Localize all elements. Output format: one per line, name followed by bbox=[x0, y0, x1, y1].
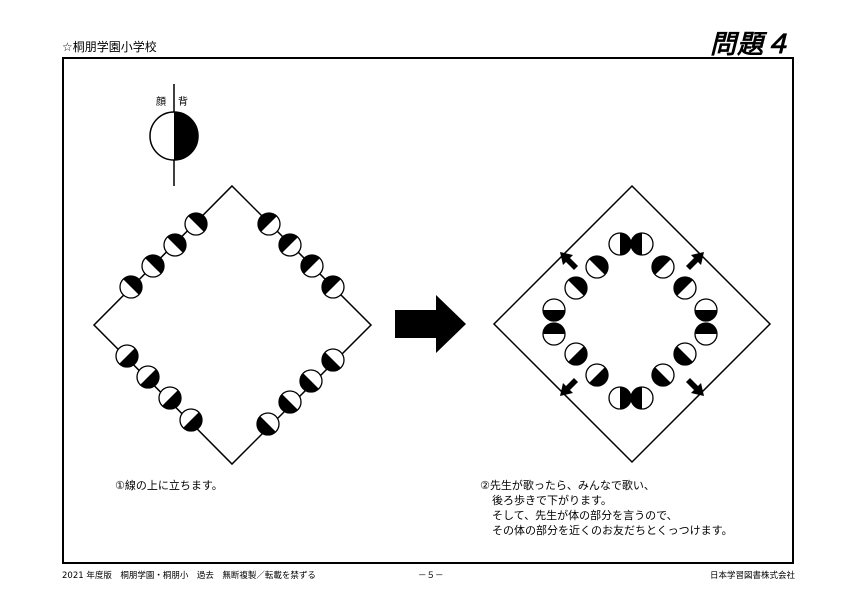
person-icon bbox=[136, 365, 160, 389]
footer-page-number: －５－ bbox=[418, 571, 444, 581]
caption-step2: ②先生が歌ったら、みんなで歌い、 後ろ歩きで下がります。 そして、先生が体の部分… bbox=[480, 478, 733, 538]
right-arrow-icon bbox=[395, 295, 466, 353]
person-icon bbox=[651, 363, 675, 387]
caption-step1: ①線の上に立ちます。 bbox=[115, 479, 223, 492]
person-icon bbox=[542, 298, 566, 322]
person-icon bbox=[163, 233, 187, 257]
inward-arrows bbox=[560, 252, 704, 396]
inward-arrow-icon bbox=[686, 378, 704, 396]
footer-publisher: 日本学習図書株式会社 bbox=[709, 571, 795, 581]
left-people bbox=[115, 212, 345, 436]
caption-step2-line: ②先生が歌ったら、みんなで歌い、 bbox=[480, 479, 655, 492]
person-icon bbox=[630, 232, 654, 256]
footer-copyright: 2021 年度版 桐朋学園・桐朋小 過去 無断複製／転載を禁ずる bbox=[62, 571, 316, 581]
problem-number: 問題４ bbox=[709, 30, 791, 60]
person-icon bbox=[256, 412, 280, 436]
school-name: ☆桐朋学園小学校 bbox=[62, 40, 157, 54]
person-icon bbox=[608, 232, 632, 256]
caption-step2-line: そして、先生が体の部分を言うので、 bbox=[492, 509, 678, 522]
person-icon bbox=[300, 254, 324, 278]
legend: 顔 背 bbox=[149, 84, 199, 186]
person-icon bbox=[585, 255, 609, 279]
person-icon bbox=[158, 386, 182, 410]
person-icon bbox=[630, 386, 654, 410]
person-icon bbox=[179, 408, 203, 432]
person-icon bbox=[564, 342, 588, 366]
person-icon bbox=[651, 255, 675, 279]
person-icon bbox=[321, 275, 345, 299]
legend-back-label: 背 bbox=[178, 95, 188, 108]
right-people bbox=[542, 232, 718, 410]
person-icon bbox=[257, 212, 281, 236]
person-icon bbox=[542, 322, 566, 346]
legend-face-label: 顔 bbox=[156, 95, 166, 108]
person-icon bbox=[119, 275, 143, 299]
person-icon bbox=[321, 348, 345, 372]
person-icon bbox=[278, 233, 302, 257]
inward-arrow-icon bbox=[560, 252, 578, 270]
person-icon bbox=[278, 390, 302, 414]
person-icon bbox=[694, 322, 718, 346]
left-square-line bbox=[92, 184, 373, 466]
inward-arrow-icon bbox=[686, 252, 704, 270]
person-icon bbox=[673, 276, 697, 300]
person-icon bbox=[564, 276, 588, 300]
person-icon bbox=[585, 363, 609, 387]
caption-step2-line: その体の部分を近くのお友だちとくっつけます。 bbox=[492, 524, 733, 537]
person-icon bbox=[115, 344, 139, 368]
person-icon bbox=[694, 298, 718, 322]
caption-step2-line: 後ろ歩きで下がります。 bbox=[492, 494, 612, 507]
problem-frame bbox=[62, 57, 794, 564]
person-icon bbox=[299, 369, 323, 393]
person-icon bbox=[673, 342, 697, 366]
person-icon bbox=[184, 212, 208, 236]
right-square-line bbox=[492, 184, 772, 464]
person-icon bbox=[141, 254, 165, 278]
inward-arrow-icon bbox=[560, 378, 578, 396]
person-icon bbox=[608, 386, 632, 410]
